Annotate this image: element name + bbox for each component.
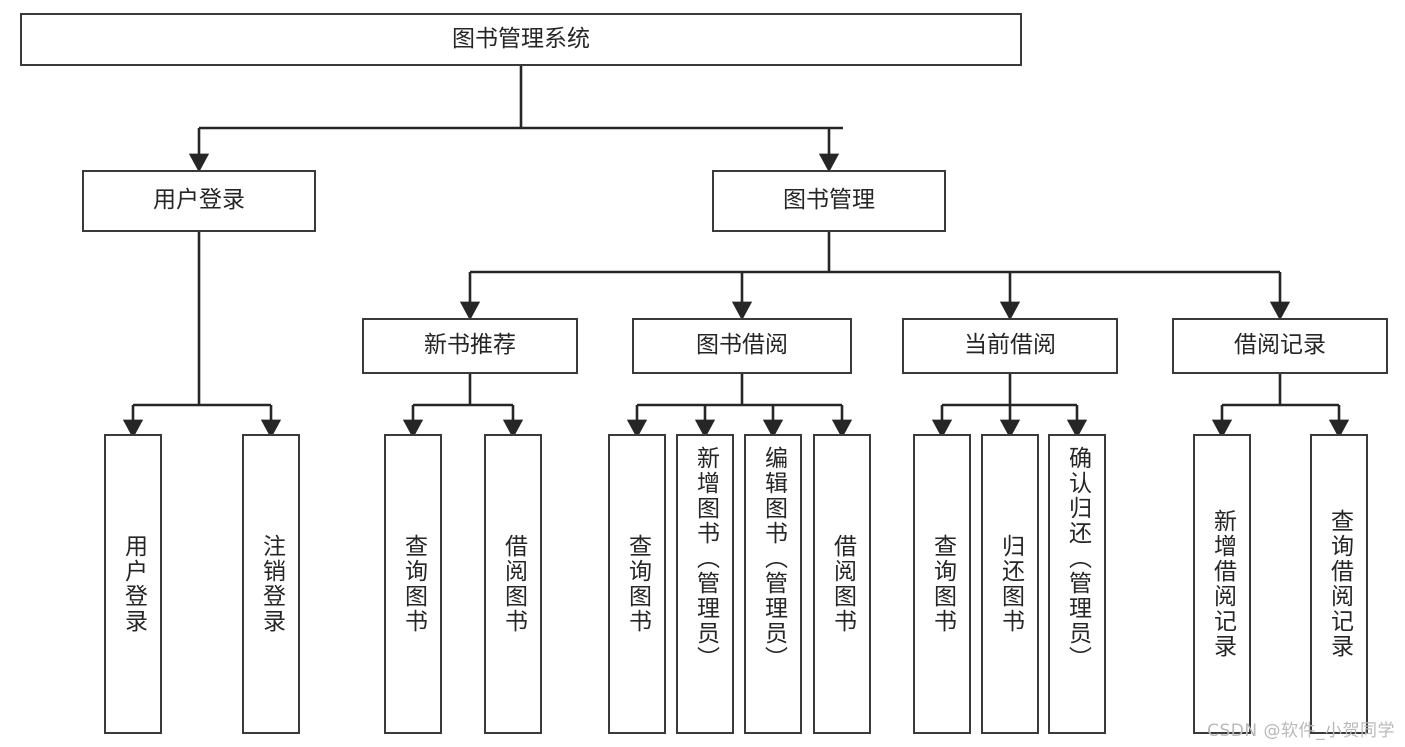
node-leaf-query-book-2-label: 查询图书 <box>624 534 651 634</box>
node-book-borrow[interactable]: 图书借阅 <box>632 318 852 374</box>
node-leaf-query-book-1[interactable]: 查询图书 <box>384 434 442 734</box>
node-leaf-borrow-book-2[interactable]: 借阅图书 <box>813 434 871 734</box>
node-leaf-confirm-return[interactable]: 确认归还（管理员） <box>1048 434 1106 734</box>
node-leaf-add-book-label: 新增图书（管理员） <box>692 446 719 671</box>
node-leaf-user-login-label: 用户登录 <box>120 534 147 634</box>
node-leaf-query-book-3[interactable]: 查询图书 <box>913 434 971 734</box>
node-leaf-edit-book-label: 编辑图书（管理员） <box>760 446 787 671</box>
node-user-login-label: 用户登录 <box>153 187 245 214</box>
node-borrow-record-label: 借阅记录 <box>1234 332 1326 359</box>
node-current-borrow[interactable]: 当前借阅 <box>902 318 1118 374</box>
node-leaf-add-record-label: 新增借阅记录 <box>1209 509 1236 659</box>
node-leaf-return-book-label: 归还图书 <box>997 534 1024 634</box>
node-leaf-query-book-1-label: 查询图书 <box>400 534 427 634</box>
node-user-login[interactable]: 用户登录 <box>82 170 316 232</box>
node-leaf-query-book-2[interactable]: 查询图书 <box>608 434 666 734</box>
node-leaf-add-book[interactable]: 新增图书（管理员） <box>676 434 734 734</box>
node-leaf-query-record[interactable]: 查询借阅记录 <box>1310 434 1368 734</box>
node-leaf-return-book[interactable]: 归还图书 <box>981 434 1039 734</box>
node-leaf-query-book-3-label: 查询图书 <box>929 534 956 634</box>
node-root-label: 图书管理系统 <box>452 25 590 52</box>
node-leaf-edit-book[interactable]: 编辑图书（管理员） <box>744 434 802 734</box>
node-current-borrow-label: 当前借阅 <box>964 332 1056 359</box>
node-leaf-logout-login-label: 注销登录 <box>258 534 285 634</box>
node-book-borrow-label: 图书借阅 <box>696 332 788 359</box>
node-borrow-record[interactable]: 借阅记录 <box>1172 318 1388 374</box>
node-new-book-recommend[interactable]: 新书推荐 <box>362 318 578 374</box>
node-leaf-confirm-return-label: 确认归还（管理员） <box>1064 446 1091 671</box>
node-book-manage-label: 图书管理 <box>783 187 875 214</box>
node-leaf-borrow-book-2-label: 借阅图书 <box>829 534 856 634</box>
node-leaf-add-record[interactable]: 新增借阅记录 <box>1193 434 1251 734</box>
node-new-book-recommend-label: 新书推荐 <box>424 332 516 359</box>
node-root[interactable]: 图书管理系统 <box>20 13 1022 66</box>
watermark-text: CSDN @软件_小贺同学 <box>1207 721 1395 741</box>
node-leaf-query-record-label: 查询借阅记录 <box>1326 509 1353 659</box>
node-leaf-borrow-book-1[interactable]: 借阅图书 <box>484 434 542 734</box>
node-leaf-logout-login[interactable]: 注销登录 <box>242 434 300 734</box>
node-leaf-user-login[interactable]: 用户登录 <box>104 434 162 734</box>
node-leaf-borrow-book-1-label: 借阅图书 <box>500 534 527 634</box>
node-book-manage[interactable]: 图书管理 <box>712 170 946 232</box>
